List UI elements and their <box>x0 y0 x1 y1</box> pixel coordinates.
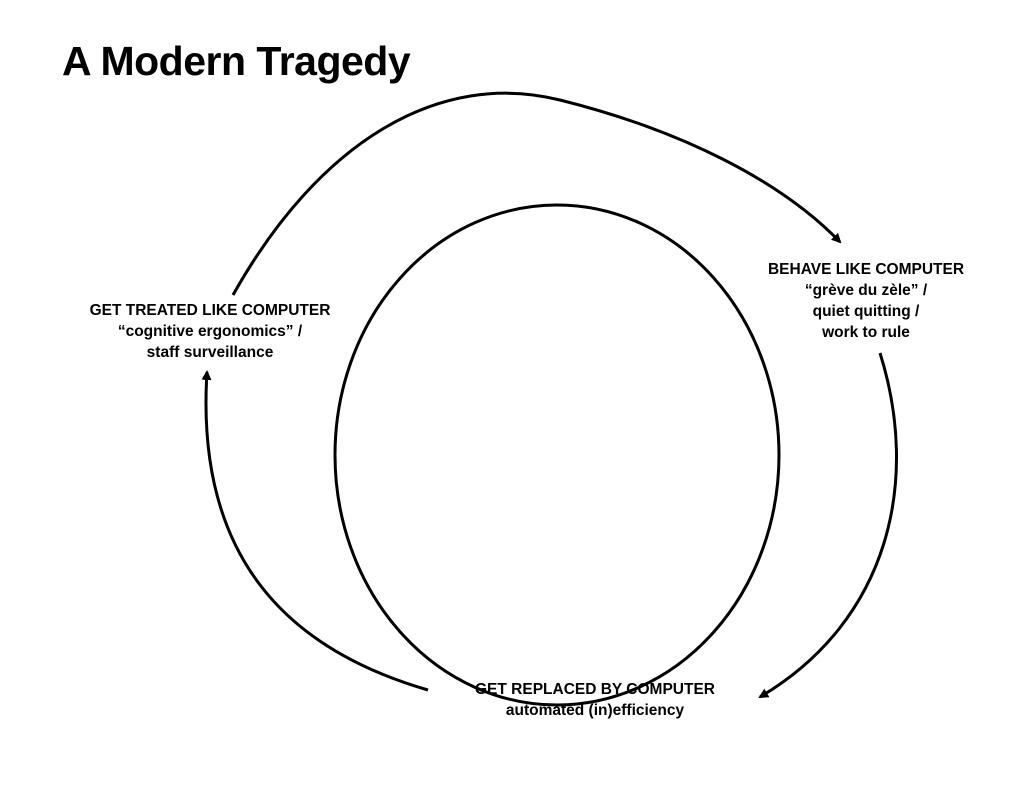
node-detail: “cognitive ergonomics” / <box>117 323 303 340</box>
diagram-title: A Modern Tragedy <box>62 38 411 84</box>
center-circle <box>333 203 781 707</box>
arrow-replaced-to-treated <box>201 370 429 692</box>
node-get-replaced: GET REPLACED BY COMPUTER automated (in)e… <box>420 679 770 721</box>
node-detail: quiet quitting / <box>812 303 920 320</box>
node-heading: BEHAVE LIKE COMPUTER <box>767 261 965 278</box>
node-detail: work to rule <box>822 324 910 341</box>
arrow-treated-to-behave <box>231 91 842 296</box>
node-get-treated: GET TREATED LIKE COMPUTER “cognitive erg… <box>40 300 380 363</box>
node-heading: GET TREATED LIKE COMPUTER <box>89 302 331 319</box>
node-heading: GET REPLACED BY COMPUTER <box>475 681 715 698</box>
node-detail: staff surveillance <box>146 344 274 361</box>
node-detail: automated (in)efficiency <box>505 702 685 719</box>
node-behave: BEHAVE LIKE COMPUTER “grève du zèle” / q… <box>716 259 1016 343</box>
node-detail: “grève du zèle” / <box>804 282 928 299</box>
arrow-behave-to-replaced <box>758 352 898 699</box>
